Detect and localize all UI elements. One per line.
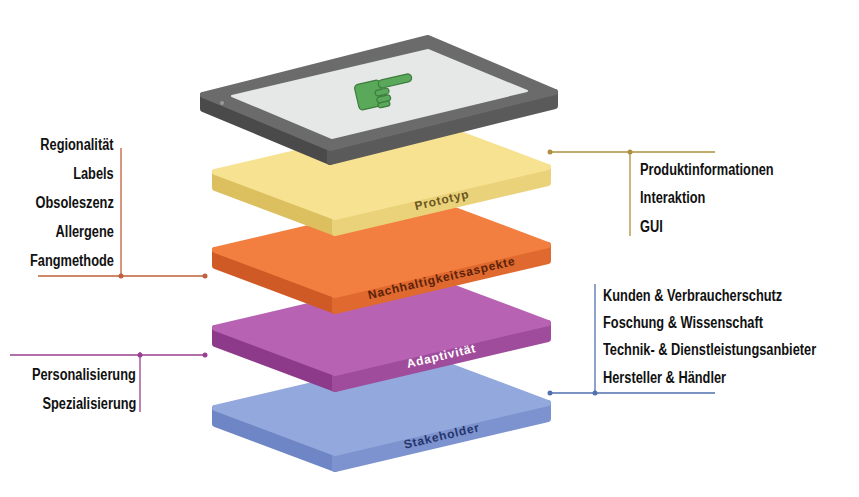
side-label: Obsoleszenz — [36, 195, 114, 211]
side-label: Allergene — [56, 224, 114, 240]
side-label: Produktinformationen — [640, 162, 774, 178]
side-label: GUI — [640, 219, 663, 235]
side-label: Fangmethode — [30, 253, 114, 269]
side-label: Interaktion — [640, 190, 705, 206]
side-label: Technik- & Dienstleistungsanbieter — [603, 342, 816, 358]
side-label: Hersteller & Händler — [603, 370, 726, 386]
side-label: Labels — [73, 166, 114, 182]
side-label: Kunden & Verbraucherschutz — [603, 288, 782, 304]
side-label: Regionalität — [40, 137, 113, 153]
side-label: Spezialisierung — [42, 396, 136, 412]
side-label: Foschung & Wissenschaft — [603, 315, 763, 331]
side-label: Personalisierung — [32, 367, 136, 383]
